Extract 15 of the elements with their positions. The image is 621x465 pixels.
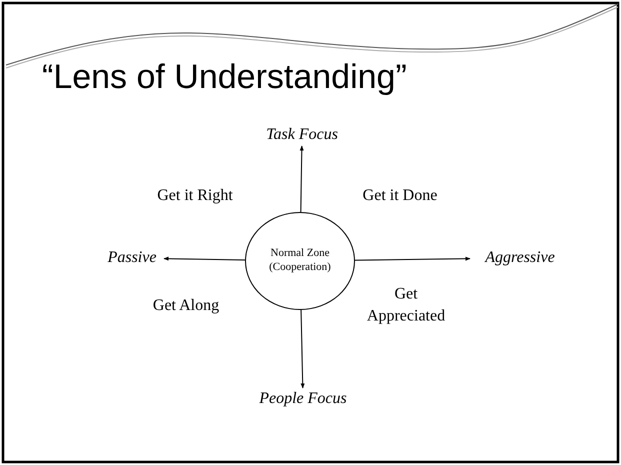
quadrant-label: Get Along bbox=[152, 296, 220, 316]
quadrant-label: Get Appreciated bbox=[366, 284, 446, 327]
arrow bbox=[354, 256, 470, 261]
arrow bbox=[164, 256, 246, 261]
zone-text: Normal Zone (Cooperation) bbox=[268, 247, 332, 275]
axis-label: Task Focus bbox=[252, 124, 352, 146]
axis-label: Aggressive bbox=[470, 247, 570, 269]
arrow bbox=[300, 146, 304, 212]
quadrant-label: Get it Right bbox=[156, 186, 234, 206]
quadrant-label: Get it Done bbox=[362, 186, 438, 206]
zone-ellipse bbox=[245, 212, 355, 310]
slide-title: “Lens of Understanding” bbox=[42, 58, 407, 97]
axis-label: Passive bbox=[100, 247, 164, 269]
axis-label: People Focus bbox=[248, 388, 358, 410]
arrow bbox=[300, 310, 305, 388]
